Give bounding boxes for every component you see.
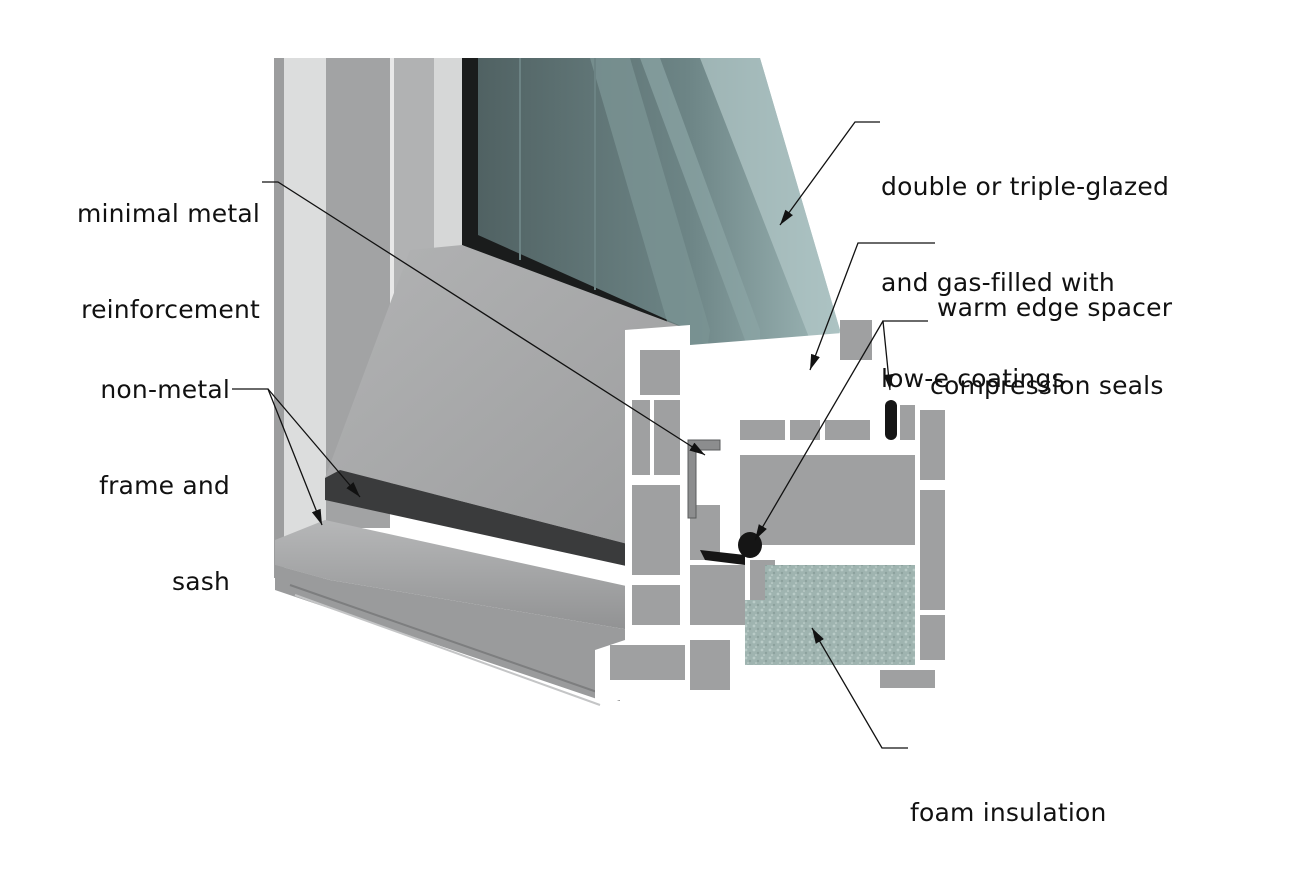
label-frame-line-2: frame and	[99, 471, 230, 500]
label-reinforcement: minimal metal reinforcement	[60, 134, 260, 390]
leader-seal-bottom	[754, 320, 884, 541]
window-section-diagram: double or triple-glazed and gas-filled w…	[60, 58, 1172, 827]
leader-frame-sash	[267, 388, 361, 498]
leader-glazing	[779, 121, 880, 226]
label-reinforcement-line-2: reinforcement	[81, 295, 260, 324]
label-frame-line-3: sash	[171, 567, 230, 596]
label-glazing-line-2: and gas-filled with	[881, 268, 1115, 297]
window-illustration	[232, 58, 960, 749]
sill	[275, 520, 690, 706]
label-foam: foam insulation	[910, 733, 1107, 893]
label-glazing-line-3: low-e coatings	[881, 364, 1065, 393]
label-frame: non-metal frame and sash	[60, 310, 230, 662]
label-frame-line-1: non-metal	[100, 375, 230, 404]
label-spacer: warm edge spacer	[937, 228, 1172, 388]
leader-reinforcement	[262, 181, 706, 456]
leader-spacer	[809, 242, 935, 371]
sash	[325, 245, 690, 580]
profile-section	[595, 320, 960, 700]
label-reinforcement-line-1: minimal metal	[76, 199, 260, 228]
label-glazing: double or triple-glazed and gas-filled w…	[881, 107, 1169, 459]
label-seals: compression seals	[930, 306, 1164, 466]
label-foam-line-1: foam insulation	[910, 798, 1107, 827]
leader-foam	[811, 627, 908, 749]
leader-lines	[232, 121, 935, 749]
label-glazing-line-1: double or triple-glazed	[881, 172, 1170, 201]
label-spacer-line-1: warm edge spacer	[937, 293, 1173, 322]
label-seals-line-1: compression seals	[930, 371, 1164, 400]
